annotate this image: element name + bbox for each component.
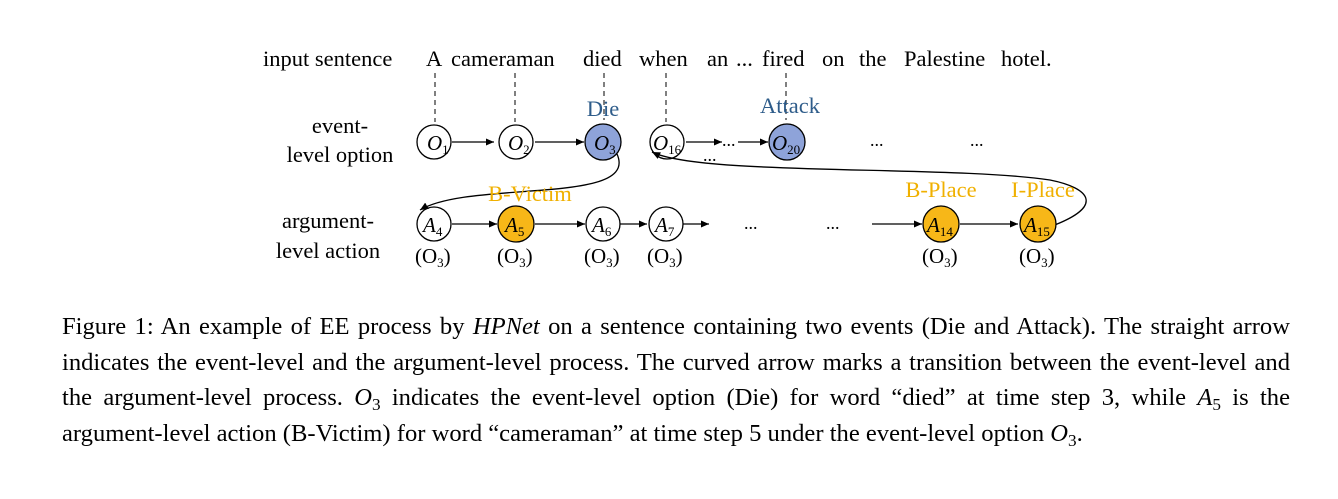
input-sentence-label: input sentence [263, 46, 392, 71]
caption-intro: Figure 1: An example of EE process by [62, 313, 473, 340]
caption-o3-symbol: O3 [354, 384, 381, 414]
argument-node-a5-circle [497, 205, 535, 243]
event-row-label-1: event- [312, 113, 368, 138]
event-inline-ellipsis: ... [722, 130, 736, 150]
event-node-o2: O2 [498, 124, 534, 160]
ee-process-diagram: input sentence A cameraman died when an … [263, 46, 1087, 270]
argument-node-a4-circle [416, 206, 452, 242]
event-node-o16: O16 [649, 124, 685, 160]
word-fired: fired [762, 46, 804, 71]
event-tag-attack: Attack [760, 93, 821, 118]
word-the: the [859, 46, 887, 71]
word-an: an [707, 46, 728, 71]
word-died: died [583, 46, 622, 71]
argument-node-a7-circle [648, 206, 684, 242]
event-lower-ellipsis: ... [703, 145, 717, 165]
argument-row-label-2: level action [276, 238, 380, 263]
figure-caption: Figure 1: An example of EE process by HP… [62, 309, 1290, 451]
caption-model-name: HPNet [472, 313, 540, 340]
argument-node-a7: A7 [648, 206, 684, 242]
caption-sentence-2: indicates the event-level option (Die) f… [380, 384, 1198, 411]
word-a: A [426, 46, 443, 71]
event-node-o3-circle [584, 123, 622, 161]
argument-node-a6: A6 [585, 206, 621, 242]
event-node-o3-label: O3 [594, 131, 616, 157]
event-node-o2-label: O2 [508, 131, 530, 157]
event-node-o3: O3 [584, 123, 622, 161]
word-palestine: Palestine [904, 46, 985, 71]
curved-arrow-a15-to-o16 [651, 151, 1087, 227]
option-annotations: (O3) (O3) (O3) (O3) (O3) (O3) [415, 244, 1055, 270]
option-note-a5: (O3) [497, 244, 533, 270]
argument-tag-b-victim: B-Victim [488, 181, 572, 206]
word-when: when [639, 46, 688, 71]
caption-sentence-1: on a sentence containing two events (Die… [62, 313, 1290, 411]
event-trailing-ellipsis-2: ... [970, 130, 984, 150]
event-node-o1-label: O1 [427, 131, 449, 157]
caption-o3-symbol-2: O3 [1050, 419, 1077, 450]
argument-node-a4-label: A4 [421, 213, 443, 239]
argument-node-a7-label: A7 [653, 213, 675, 239]
argument-node-a14-label: A14 [925, 213, 953, 239]
argument-tag-i-place: I-Place [1011, 177, 1075, 202]
argument-node-a15: A15 [1019, 205, 1057, 243]
argument-node-a5: A5 [497, 205, 535, 243]
word-on: on [822, 46, 845, 71]
argument-ellipsis-1: ... [744, 213, 758, 233]
argument-node-a6-circle [585, 206, 621, 242]
caption-end: . [1076, 419, 1083, 447]
argument-node-a15-circle [1019, 205, 1057, 243]
word-ellipsis: ... [736, 46, 753, 71]
option-note-a14: (O3) [922, 244, 958, 270]
caption-sentence-3: is the argument-level action (B-Victim) … [62, 384, 1291, 447]
argument-node-a4: A4 [416, 206, 452, 242]
argument-row-label-1: argument- [282, 208, 374, 233]
event-trailing-ellipsis-1: ... [870, 130, 884, 150]
argument-tag-b-place: B-Place [905, 177, 976, 202]
argument-node-a5-label: A5 [503, 213, 524, 239]
argument-node-a14-circle [922, 205, 960, 243]
event-node-o16-label: O16 [653, 131, 682, 157]
event-node-o16-circle [649, 124, 685, 160]
event-node-o20: O20 [768, 123, 806, 161]
event-node-o20-circle [768, 123, 806, 161]
event-node-o1: O1 [416, 124, 452, 160]
option-note-a6: (O3) [584, 244, 620, 270]
option-note-a15: (O3) [1019, 244, 1055, 270]
event-node-o2-circle [498, 124, 534, 160]
curved-arrow-o3-to-a4 [419, 153, 620, 211]
argument-node-a15-label: A15 [1022, 213, 1050, 239]
option-note-a4: (O3) [415, 244, 451, 270]
option-note-a7: (O3) [647, 244, 683, 270]
event-tag-die: Die [587, 96, 620, 121]
word-connectors [434, 73, 787, 122]
event-node-o1-circle [416, 124, 452, 160]
argument-node-a14: A14 [922, 205, 960, 243]
argument-ellipsis-2: ... [826, 213, 840, 233]
caption-a5-symbol: A5 [1197, 384, 1222, 414]
event-row-label-2: level option [287, 142, 394, 167]
event-node-o20-label: O20 [772, 131, 800, 157]
word-cameraman: cameraman [451, 46, 555, 71]
argument-node-a6-label: A6 [590, 213, 612, 239]
word-hotel: hotel. [1001, 46, 1052, 71]
